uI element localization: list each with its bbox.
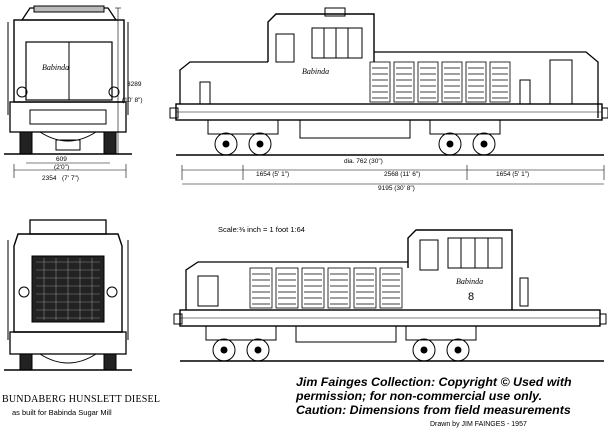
drawing-title: BUNDABERG HUNSLETT DIESEL	[2, 394, 161, 405]
drawn-by-credit: Drawn by JIM FAINGES - 1957	[430, 421, 527, 428]
front-gauge-ft-label: (2'0")	[54, 164, 69, 171]
front-width-ft-label: (7' 7")	[62, 175, 79, 182]
overhang-left-label: 1654 (5' 1")	[256, 171, 289, 178]
side-loco-name-top: Babinda	[302, 67, 329, 76]
side-view-bottom: Babinda 8	[173, 229, 607, 362]
side-view-top: Babinda	[169, 7, 608, 185]
front-height-label: 3289	[127, 81, 142, 88]
louvre-panels-top	[369, 61, 511, 103]
front-view-top: Babinda	[4, 5, 132, 178]
front-gauge-label: 609	[56, 156, 67, 163]
overhang-right-label: 1654 (5' 1")	[496, 171, 529, 178]
notice-line-1: Jim Fainges Collection: Copyright © Used…	[296, 375, 572, 389]
front-height-ft-label: (10' 8")	[122, 97, 143, 104]
front-width-label: 2354	[42, 175, 57, 182]
loco-number: 8	[468, 291, 474, 303]
rear-view-bottom	[4, 219, 132, 371]
notice-line-2: permission; for non-commercial use only.	[296, 389, 543, 403]
drawing-subtitle: as built for Babinda Sugar Mill	[12, 408, 112, 417]
side-loco-name-bottom: Babinda	[456, 277, 483, 286]
front-loco-name: Babinda	[42, 63, 69, 72]
wheelbase-label: 2568 (11' 6")	[384, 171, 420, 178]
louvre-panels-bottom	[249, 267, 403, 309]
scale-label: Scale:⅜ inch = 1 foot 1:64	[218, 225, 305, 234]
copyright-notice: Jim Fainges Collection: Copyright © Used…	[296, 375, 608, 417]
notice-line-3: Caution: Dimensions from field measureme…	[296, 403, 571, 417]
wheel-dia-label: dia. 762 (30")	[344, 158, 383, 165]
length-label: 9195 (30' 8")	[378, 185, 415, 192]
